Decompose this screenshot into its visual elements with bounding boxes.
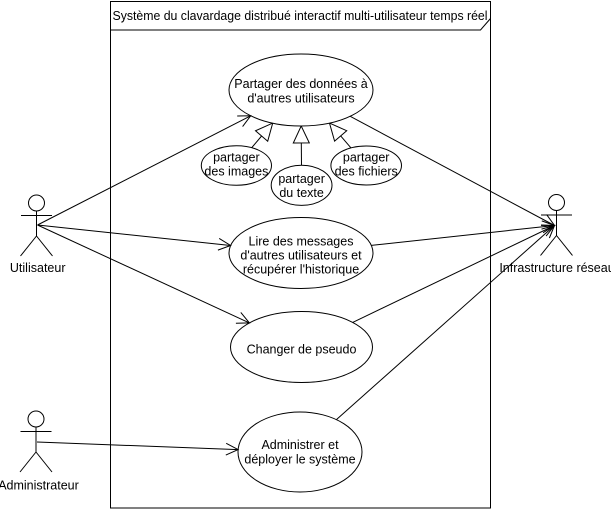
svg-text:Utilisateur: Utilisateur [10, 261, 66, 275]
svg-text:Changer de pseudo: Changer de pseudo [247, 343, 357, 357]
svg-text:Partager des données à: Partager des données à [234, 77, 367, 91]
svg-text:Système du clavardage distribu: Système du clavardage distribué interact… [113, 9, 488, 23]
svg-text:des images: des images [204, 165, 268, 179]
svg-text:d'autres utilisateurs: d'autres utilisateurs [247, 91, 354, 105]
svg-text:des fichiers: des fichiers [335, 165, 398, 179]
svg-text:Infrastructure réseau: Infrastructure réseau [499, 261, 611, 275]
svg-text:d'autres utilisateurs et: d'autres utilisateurs et [240, 249, 362, 263]
svg-text:partager: partager [213, 151, 260, 165]
svg-text:déployer le système: déployer le système [244, 453, 355, 467]
svg-text:partager: partager [343, 151, 390, 165]
svg-text:partager: partager [278, 172, 325, 186]
svg-text:Administrer et: Administrer et [261, 438, 339, 452]
svg-text:récupérer l'historique: récupérer l'historique [243, 263, 359, 277]
svg-text:Administrateur: Administrateur [0, 479, 79, 493]
svg-text:Lire des messages: Lire des messages [249, 235, 354, 249]
svg-text:du texte: du texte [279, 186, 324, 200]
